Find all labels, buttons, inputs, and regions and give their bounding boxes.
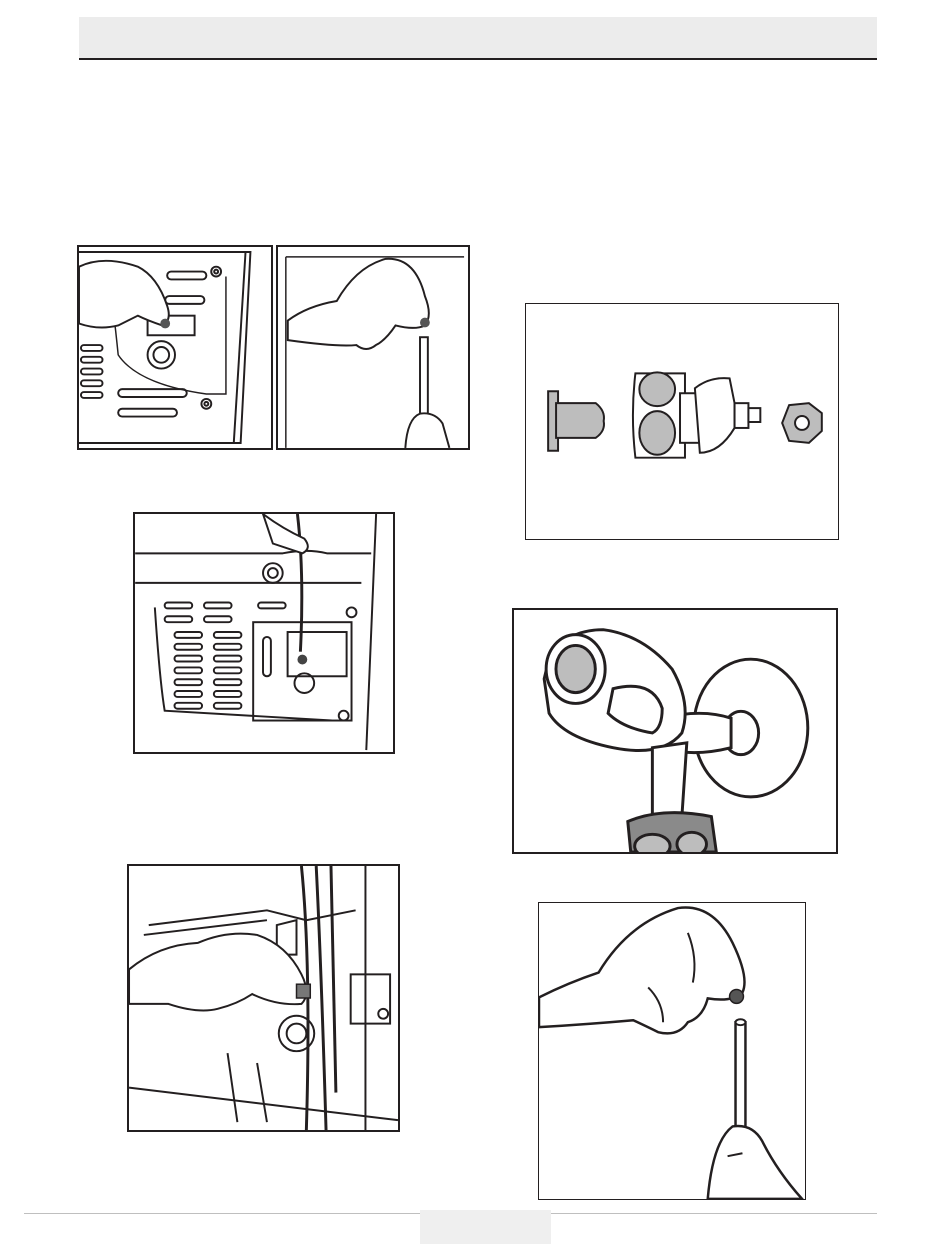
figure-tube-connected-valve xyxy=(133,512,395,754)
figure-adapter-parts xyxy=(525,303,839,540)
figure-nut-above-tube-small xyxy=(276,245,470,450)
figure-1a-illustration xyxy=(79,247,271,448)
figure-3-illustration xyxy=(129,866,398,1130)
figure-wall-tap-valve xyxy=(512,608,838,854)
figure-6-illustration xyxy=(539,903,805,1199)
figure-1b-illustration xyxy=(278,247,468,448)
figure-2-illustration xyxy=(135,514,393,752)
figure-tube-through-clip xyxy=(127,864,400,1132)
page-number-tab xyxy=(420,1210,551,1244)
page-header-bar xyxy=(79,17,877,60)
figure-hand-fitting-nut xyxy=(77,245,273,450)
figure-5-illustration xyxy=(514,610,836,852)
figure-nut-above-tube-large xyxy=(538,902,806,1200)
figure-4-illustration xyxy=(526,304,838,539)
